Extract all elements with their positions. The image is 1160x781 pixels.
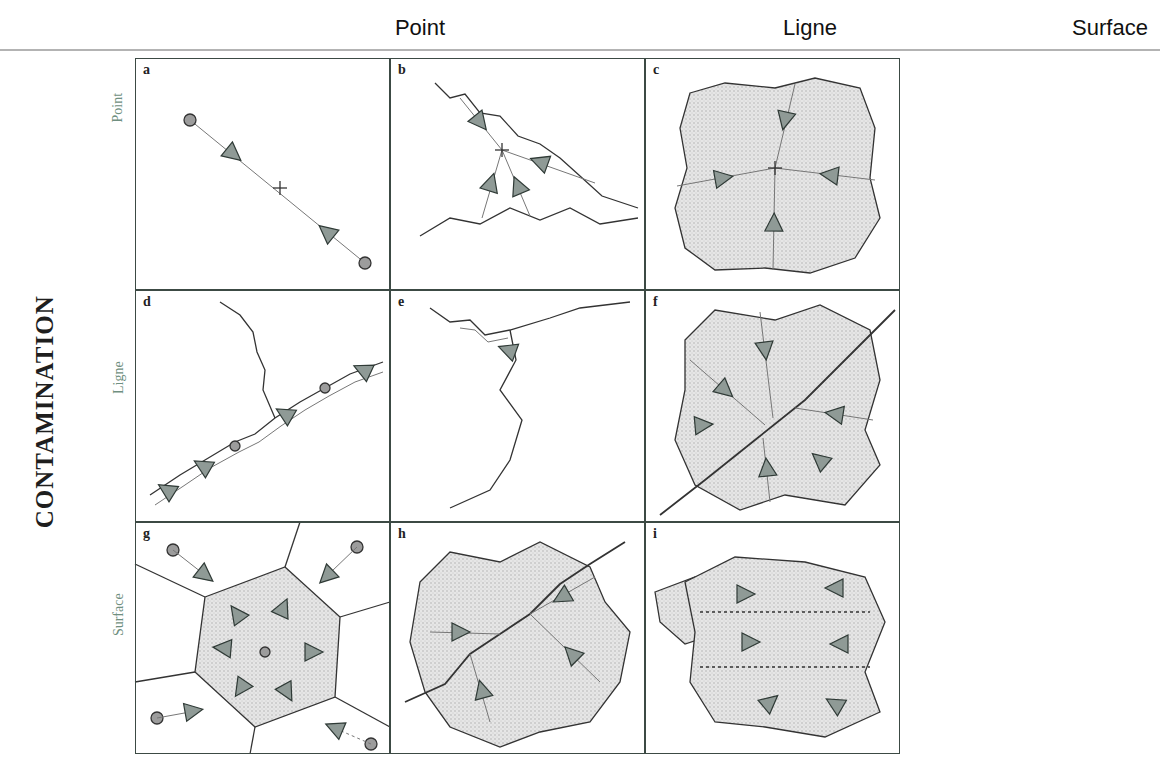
panel-box: b: [390, 58, 645, 290]
panel-e-figure: [430, 302, 630, 508]
panel-f-figure: [660, 305, 895, 515]
panel-box: c: [645, 58, 900, 290]
panel-box: g: [135, 522, 390, 754]
panel-letter: b: [391, 59, 413, 80]
panel-letter: e: [391, 291, 411, 312]
panel-box: e: [390, 290, 645, 522]
panel-letter: f: [646, 291, 665, 312]
panel-box: d: [135, 290, 390, 522]
panel-c-figure: [675, 78, 880, 273]
row-heading: Ligne: [110, 362, 125, 395]
panel-g-figure: [135, 522, 390, 754]
panel-letter: h: [391, 523, 413, 544]
axis-title: CONTAMINATION: [30, 296, 58, 529]
column-heading: Surface: [1072, 16, 1148, 40]
panel-letter: c: [646, 59, 666, 80]
panel-i-figure: [655, 557, 885, 737]
panel-h-figure: [405, 542, 630, 747]
row-heading: Surface: [110, 594, 125, 637]
panel-b-figure: [420, 83, 638, 236]
row-heading: Point: [110, 93, 125, 123]
panel-letter: a: [136, 59, 157, 80]
panel-letter: i: [646, 523, 664, 544]
panel-d-figure: [150, 302, 383, 505]
panel-letter: d: [136, 291, 158, 312]
panel-box: h: [390, 522, 645, 754]
panel-box: f: [645, 290, 900, 522]
header-rule: [0, 49, 1160, 51]
panel-letter: g: [136, 523, 157, 544]
panel-box: i: [645, 522, 900, 754]
panel-a-figure: [184, 114, 371, 269]
column-heading: Point: [395, 16, 445, 40]
panel-box: a: [135, 58, 390, 290]
column-heading: Ligne: [783, 16, 837, 40]
